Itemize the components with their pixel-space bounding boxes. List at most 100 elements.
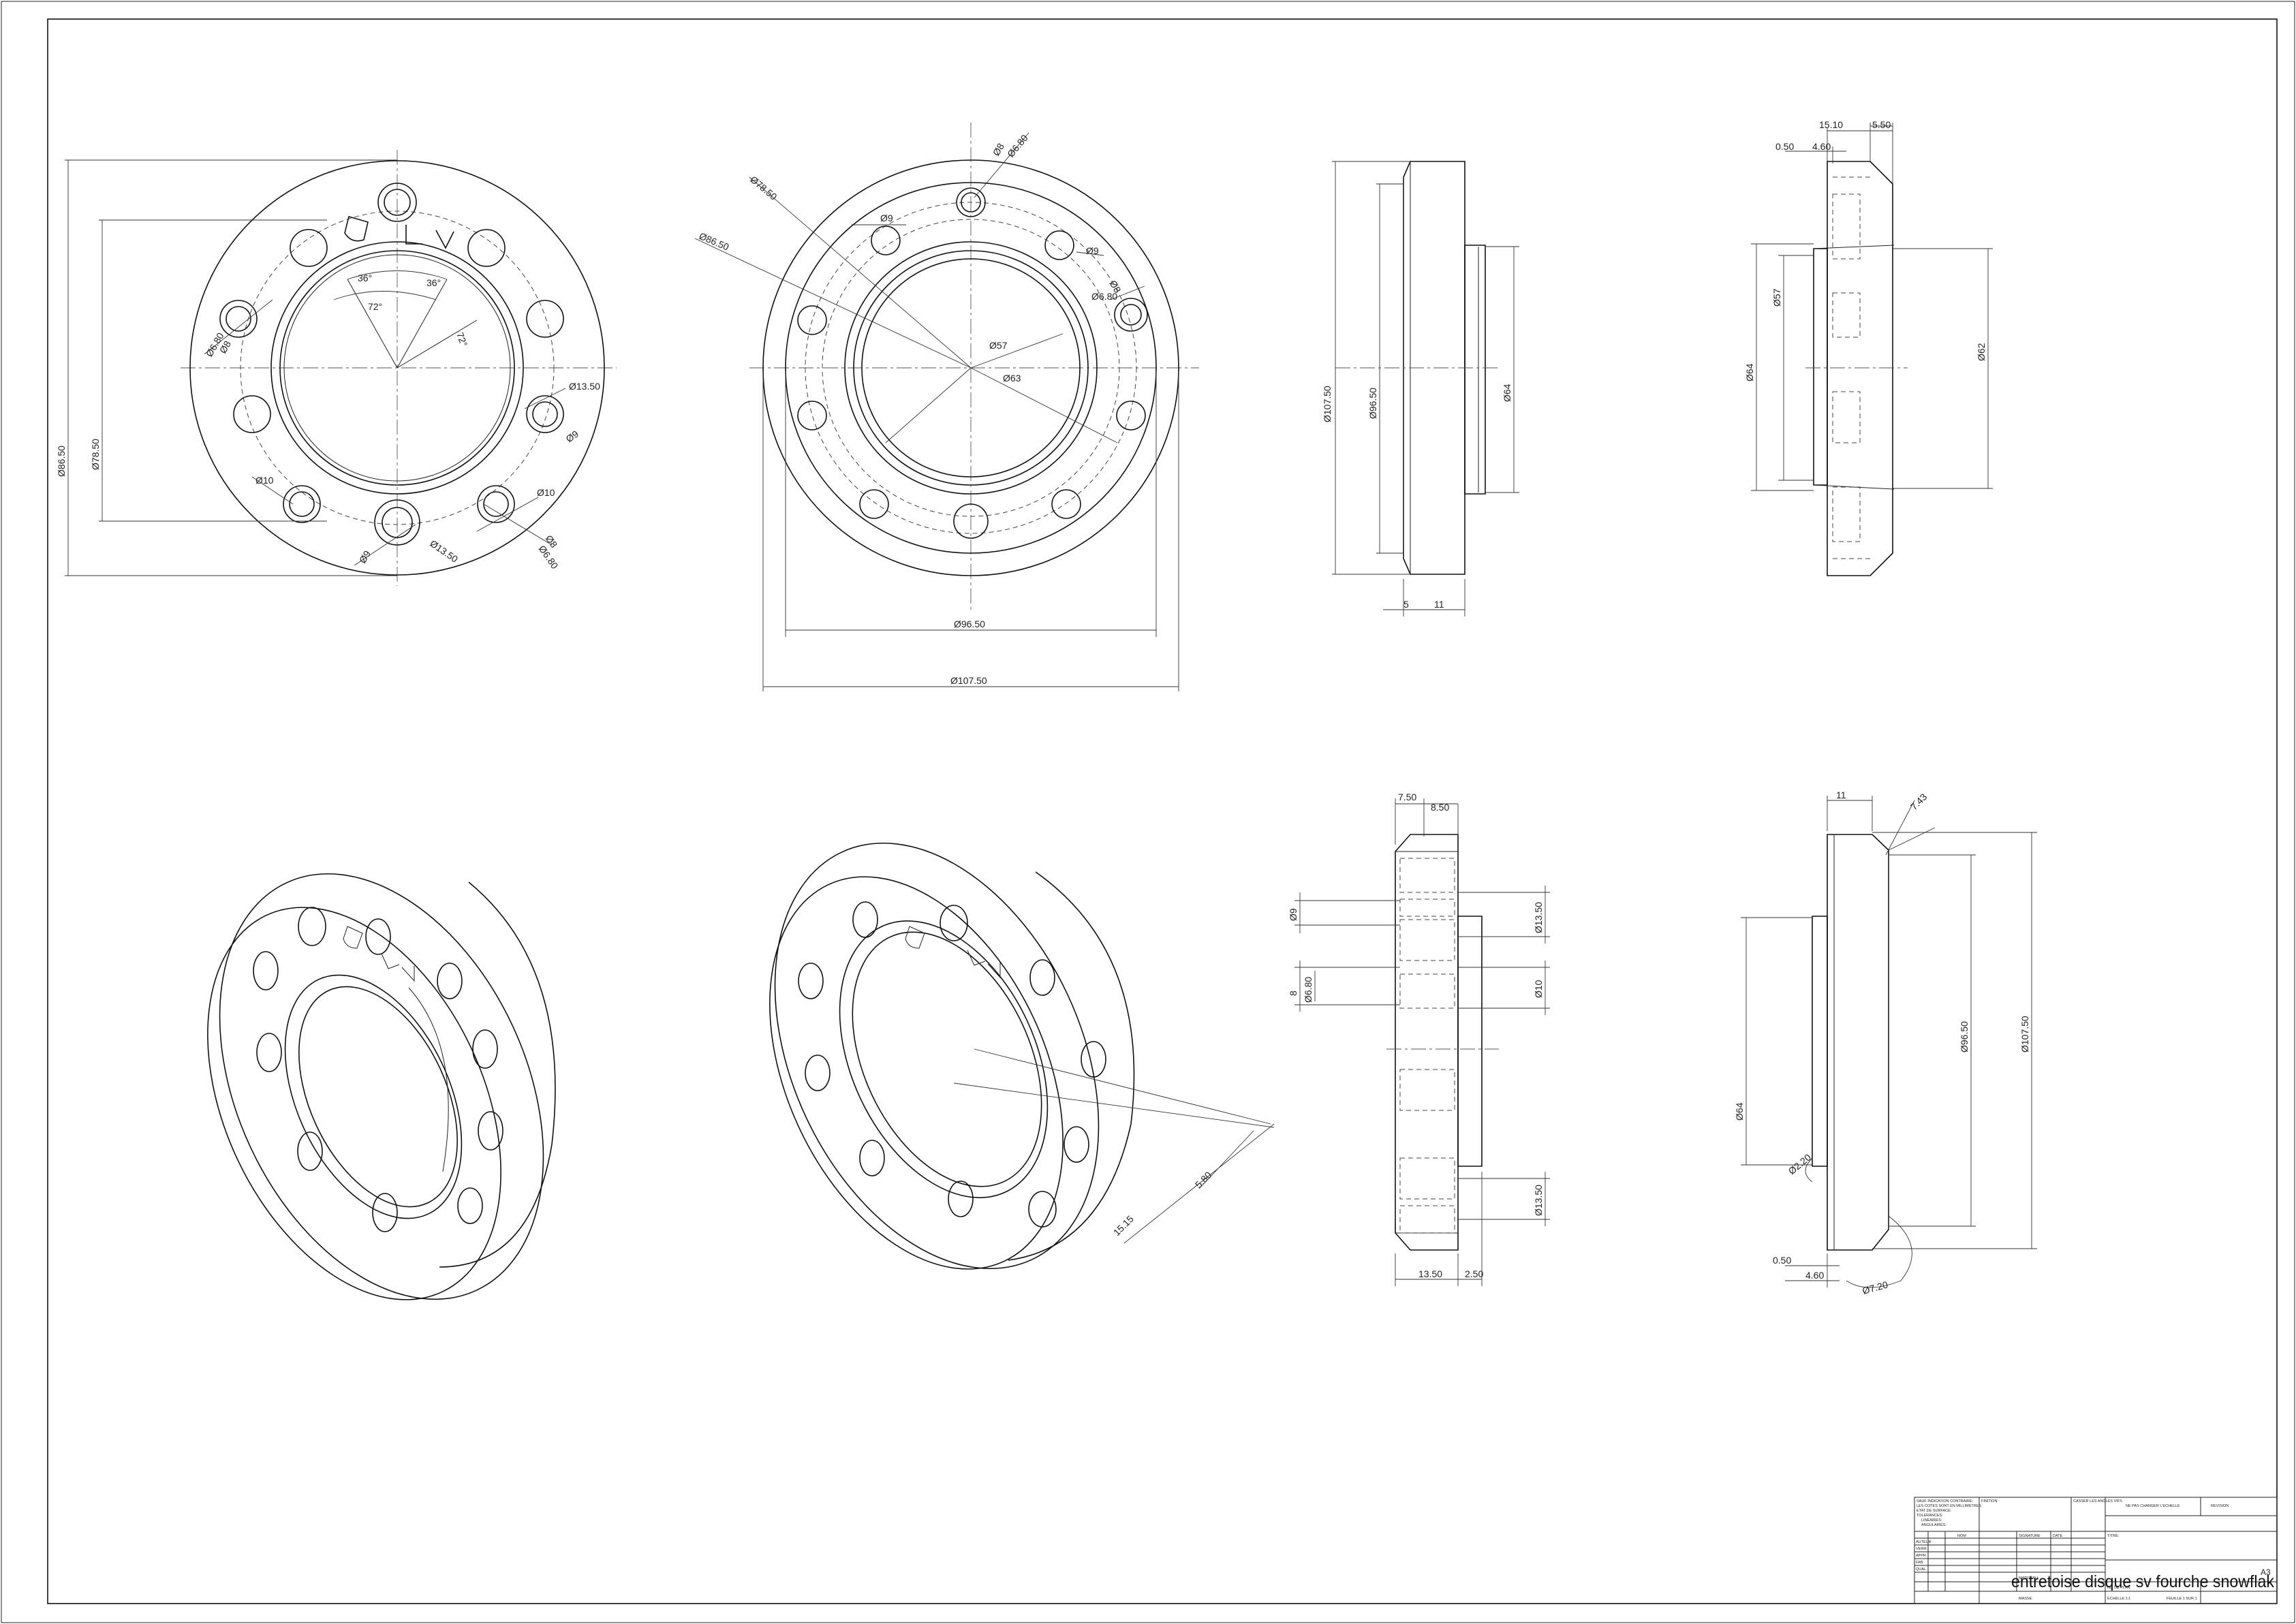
engraved-logo bbox=[344, 216, 454, 249]
dim-label: Ø96.50 bbox=[1367, 388, 1378, 419]
tb-format: A3 bbox=[2261, 1567, 2271, 1577]
dim-label: Ø63 bbox=[1003, 373, 1021, 384]
dim-label: 13.50 bbox=[1418, 1268, 1442, 1279]
tb-title-label: TITRE: bbox=[2107, 1534, 2120, 1538]
tb-edges: CASSER LES ANGLES VIFS bbox=[2073, 1499, 2122, 1503]
isometric-view-a bbox=[207, 873, 556, 1300]
tb-mass: MASSE: bbox=[2019, 1597, 2033, 1601]
dim-label: Ø96.50 bbox=[954, 619, 985, 629]
dim-label: 0.50 bbox=[1773, 1255, 1791, 1266]
tb-sheet: FEUILLE 1 SUR 1 bbox=[2167, 1597, 2197, 1601]
bolt-hole-group bbox=[797, 187, 1148, 539]
tb-role: VERIF. bbox=[1916, 1547, 1928, 1551]
drawing-frame bbox=[47, 18, 2278, 1604]
dim-label: Ø64 bbox=[1744, 363, 1755, 381]
tb-note: LINEAIRES: bbox=[1921, 1518, 1942, 1522]
bolt-hole bbox=[283, 485, 321, 523]
front-view-a: Ø86.50 Ø78.50 36° 36° 72° 72° Ø6.80 Ø8 Ø… bbox=[56, 150, 617, 586]
dim-label: Ø6.80 bbox=[537, 544, 561, 572]
outer-flange-circle bbox=[189, 160, 605, 576]
bolt-hole bbox=[526, 395, 564, 433]
dim-label: Ø7.20 bbox=[1861, 1279, 1889, 1296]
title-block: SAUF INDICATION CONTRAIRE: LES COTES SON… bbox=[1914, 1497, 2278, 1604]
dim-label: Ø78.50 bbox=[90, 439, 101, 470]
isometric-view-b: 5.80 15.15 bbox=[769, 842, 1275, 1270]
tb-header-col: DATE bbox=[2053, 1534, 2063, 1538]
tb-no-scale: NE PAS CHANGER L'ECHELLE bbox=[2126, 1504, 2180, 1508]
dim-label: 5.80 bbox=[1193, 1169, 1214, 1190]
dim-label: Ø13.50 bbox=[1533, 902, 1544, 933]
dim-label: Ø6.80 bbox=[1005, 132, 1030, 159]
bolt-hole-group bbox=[219, 183, 564, 546]
iso-bolt-holes bbox=[798, 901, 1106, 1228]
dim-label: Ø9 bbox=[564, 428, 581, 445]
tb-drawing-no: No. DE PLAN bbox=[2107, 1586, 2130, 1590]
outer-flange-circle bbox=[762, 159, 1179, 576]
bolt-hole bbox=[290, 229, 328, 267]
bolt-hole bbox=[953, 503, 989, 539]
dim-label: Ø6.80 bbox=[1303, 977, 1314, 1003]
tb-material-label: MATERIAU: bbox=[2019, 1576, 2039, 1580]
dim-label: 72° bbox=[454, 331, 469, 348]
bolt-hole bbox=[797, 401, 827, 431]
bolt-hole bbox=[797, 305, 827, 335]
dim-label: 4.60 bbox=[1812, 141, 1831, 152]
side-view-a: Ø107.50 Ø96.50 Ø64 5 11 bbox=[1322, 161, 1519, 616]
dim-label: Ø6.80 bbox=[1091, 291, 1117, 302]
dim-label: 5.50 bbox=[1872, 119, 1891, 130]
dim-label: Ø8 bbox=[991, 141, 1006, 157]
dim-label: Ø9 bbox=[1288, 908, 1299, 921]
bolt-hole bbox=[1116, 401, 1146, 431]
dim-label: 7.50 bbox=[1398, 792, 1416, 802]
bolt-hole bbox=[377, 183, 417, 222]
dim-label: Ø57 bbox=[989, 340, 1008, 351]
flange-face bbox=[207, 907, 501, 1300]
bore-outer-circle bbox=[844, 241, 1098, 495]
dim-label: 15.15 bbox=[1111, 1213, 1136, 1238]
dim-label: Ø107.50 bbox=[950, 675, 987, 686]
dim-label: Ø13.50 bbox=[428, 537, 460, 565]
dim-label: Ø2.20 bbox=[1786, 1151, 1814, 1176]
bore-edge bbox=[284, 974, 463, 1219]
bolt-hole bbox=[1051, 489, 1081, 519]
dim-label: Ø107.50 bbox=[2019, 1016, 2030, 1052]
tb-note: TOLERANCES: bbox=[1917, 1514, 1943, 1518]
tb-role: AUTEUR bbox=[1916, 1540, 1932, 1544]
tb-role: APPR. bbox=[1916, 1554, 1927, 1558]
front-view-b: Ø78.50 Ø86.50 Ø8 Ø6.80 Ø9 Ø9 Ø8 Ø6.80 Ø5… bbox=[694, 123, 1199, 691]
tb-note: ETAT DE SURFACE: bbox=[1917, 1509, 1952, 1513]
dim-label: Ø10 bbox=[1533, 980, 1544, 998]
dim-label: Ø13.50 bbox=[1533, 1185, 1544, 1216]
tb-note: ANGULAIRES: bbox=[1921, 1523, 1946, 1527]
section-view-b: 7.50 8.50 Ø9 Ø13.50 8 Ø6.80 Ø10 Ø13.50 1… bbox=[1288, 792, 1550, 1286]
dim-label: 7.43 bbox=[1908, 791, 1929, 812]
iso-bolt-holes bbox=[253, 907, 503, 1232]
bolt-circle bbox=[240, 210, 555, 525]
tb-scale: ECHELLE:1:1 bbox=[2107, 1597, 2130, 1601]
tb-revision: REVISION bbox=[2211, 1504, 2229, 1508]
dim-label: 72° bbox=[368, 301, 382, 312]
dim-label: 4.60 bbox=[1805, 1270, 1824, 1281]
dim-label: 5 bbox=[1403, 599, 1409, 610]
bolt-hole bbox=[219, 300, 258, 338]
bore-edge bbox=[839, 920, 1049, 1198]
bolt-hole bbox=[1044, 230, 1074, 260]
dim-label: Ø62 bbox=[1976, 343, 1987, 361]
dim-label: 36° bbox=[426, 277, 441, 288]
dim-label: Ø64 bbox=[1502, 384, 1512, 402]
dim-label: Ø10 bbox=[255, 475, 274, 486]
bore-outer-circle bbox=[270, 241, 524, 495]
bolt-hole bbox=[1114, 298, 1148, 332]
bolt-hole bbox=[233, 395, 271, 433]
tb-role: FAB. bbox=[1916, 1561, 1924, 1565]
tb-note: SAUF INDICATION CONTRAIRE: bbox=[1917, 1499, 1973, 1503]
dim-label: Ø107.50 bbox=[1322, 386, 1333, 422]
dim-label: 8.50 bbox=[1431, 802, 1449, 813]
section-view-a: 15.10 5.50 0.50 4.60 Ø57 Ø64 Ø62 bbox=[1744, 119, 1993, 576]
dim-label: Ø86.50 bbox=[56, 446, 67, 477]
dim-label: 15.10 bbox=[1819, 119, 1843, 130]
dim-label: Ø9 bbox=[357, 548, 373, 565]
dim-label: 36° bbox=[358, 272, 372, 283]
dim-label: Ø86.50 bbox=[698, 230, 731, 253]
